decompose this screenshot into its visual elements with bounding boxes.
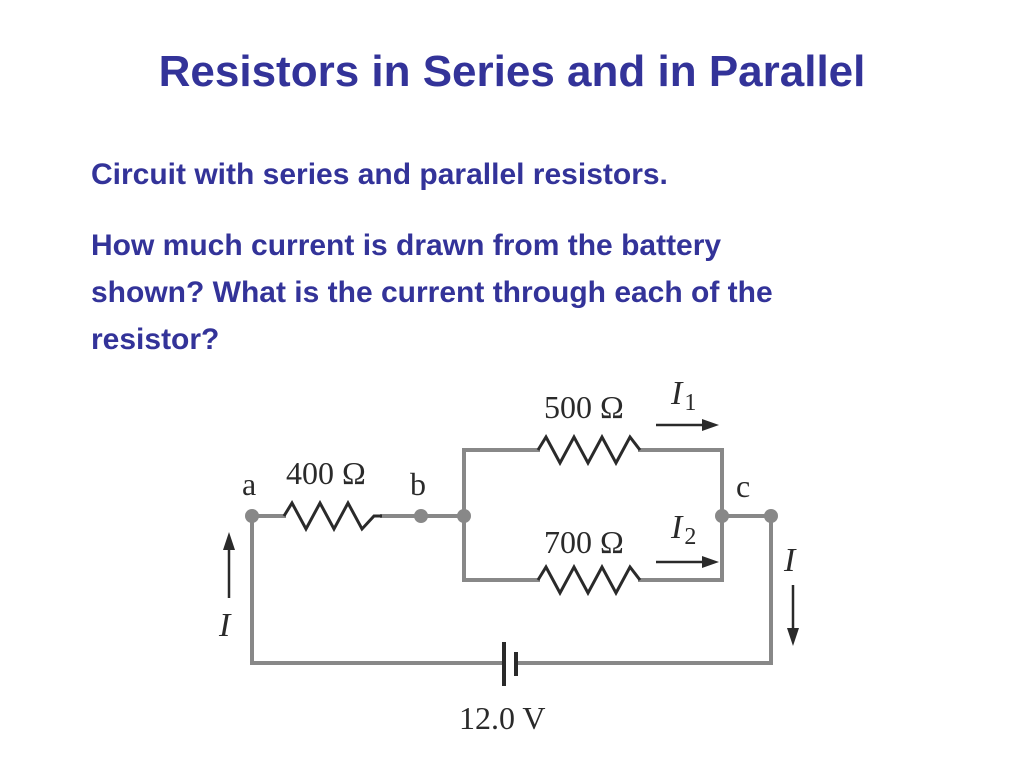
- current-i2-subscript: 2: [684, 524, 696, 550]
- arrow-left-current: [223, 532, 235, 598]
- arrow-right-current: [787, 585, 799, 646]
- arrow-left-head: [223, 532, 235, 550]
- resistor-700: [536, 563, 642, 597]
- arrow-i2-head: [702, 556, 719, 568]
- arrow-i2: [656, 556, 719, 568]
- arrow-right-head: [787, 628, 799, 646]
- node-a-label: a: [242, 466, 256, 502]
- current-i2-label: I2: [670, 509, 696, 550]
- current-i1-subscript: 1: [684, 390, 696, 416]
- question-text: How much current is drawn from the batte…: [91, 229, 773, 356]
- node-b: [414, 509, 428, 523]
- arrow-i1-head: [702, 419, 719, 431]
- resistor-500-label: 500 Ω: [544, 389, 624, 425]
- current-left-label: I: [218, 607, 232, 644]
- node-junction-right: [715, 509, 729, 523]
- node-junction-left: [457, 509, 471, 523]
- resistor-400: [282, 499, 382, 533]
- current-i2-symbol: I: [670, 509, 684, 546]
- node-c-label: c: [736, 468, 750, 504]
- node-b-label: b: [410, 466, 426, 502]
- arrow-i1: [656, 419, 719, 431]
- slide-title: Resistors in Series and in Parallel: [158, 47, 866, 96]
- current-i1-label: I1: [670, 375, 696, 416]
- resistor-400-label: 400 Ω: [286, 455, 366, 491]
- resistor-700-label: 700 Ω: [544, 524, 624, 560]
- battery-symbol: [502, 642, 518, 686]
- current-i1-symbol: I: [670, 375, 684, 412]
- node-c: [764, 509, 778, 523]
- node-a: [245, 509, 259, 523]
- current-right-label: I: [783, 542, 797, 579]
- intro-text: Circuit with series and parallel resisto…: [91, 158, 668, 191]
- resistor-500: [536, 433, 642, 467]
- battery-label: 12.0 V: [459, 700, 546, 736]
